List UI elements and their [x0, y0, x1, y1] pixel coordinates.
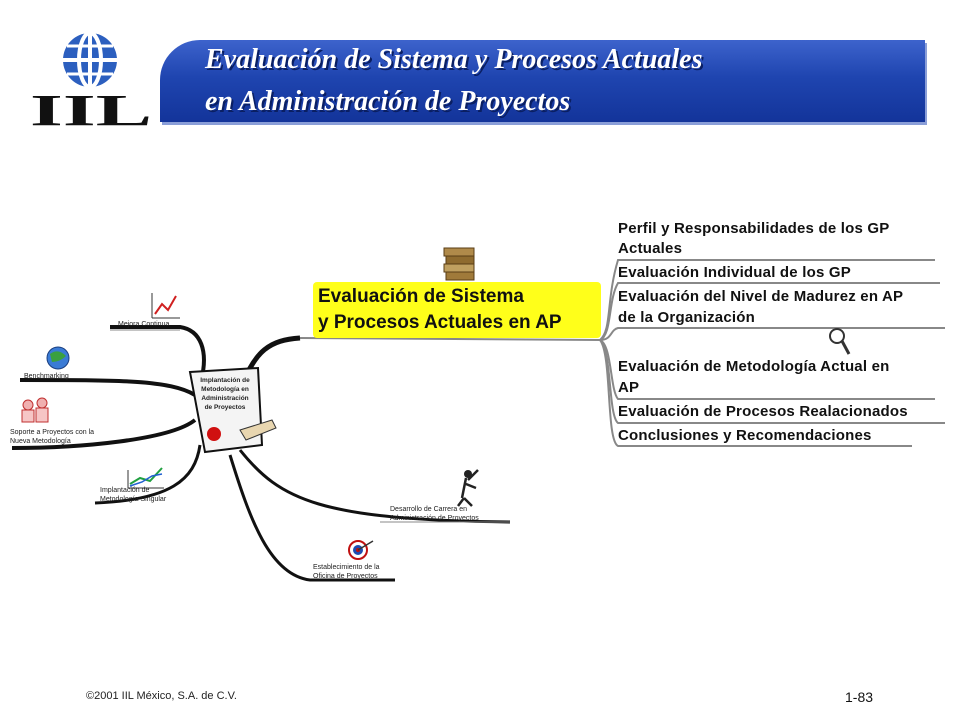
svg-text:IIL: IIL	[30, 86, 152, 128]
benchmarking-globe-icon	[46, 346, 70, 370]
page-title-line-1: Evaluación de Sistema y Procesos Actuale…	[205, 44, 703, 75]
branch-metodologia-line-2: AP	[618, 379, 640, 396]
central-topic-box	[313, 282, 601, 338]
seal-icon	[207, 427, 221, 441]
label-soporte-1: Soporte a Proyectos con la	[10, 429, 95, 436]
branch-perfil-line-2: Actuales	[618, 240, 683, 257]
climbing-figure-icon	[457, 469, 479, 507]
branch-madurez-line-2: de la Organización	[618, 309, 755, 326]
label-implantacion-2: Metodología Singular	[100, 496, 167, 503]
central-topic-line-1: Evaluación de Sistema	[318, 286, 524, 307]
page-title-line-2: en Administración de Proyectos	[205, 86, 571, 117]
label-desarrollo-2: Administración de Proyectos	[390, 515, 479, 522]
footer-copyright: ©2001 IIL México, S.A. de C.V.	[86, 690, 237, 702]
center-node-card	[188, 366, 277, 454]
label-establecimiento-2: Oficina de Proyectos	[313, 573, 378, 580]
label-mejora: Mejora Continua	[118, 321, 170, 328]
central-topic-line-2: y Procesos Actuales en AP	[318, 312, 562, 333]
magnifier-icon	[829, 328, 851, 355]
people-icon	[21, 397, 49, 423]
books-icon	[443, 247, 475, 281]
iil-logo: IIL	[30, 31, 152, 128]
target-icon	[348, 540, 374, 560]
title-banner	[160, 40, 925, 122]
branch-conclusiones: Conclusiones y Recomendaciones	[618, 427, 872, 444]
center-node-line-1: Implantación de	[200, 377, 250, 384]
globe-icon	[63, 31, 117, 89]
growth-chart-icon	[151, 293, 180, 319]
branch-madurez-line-1: Evaluación del Nivel de Madurez en AP	[618, 288, 904, 305]
center-node-line-3: Administración	[201, 395, 249, 402]
center-node-line-4: de Proyectos	[204, 404, 246, 411]
pen-hand-icon	[239, 419, 277, 441]
label-establecimiento-1: Establecimiento de la	[313, 564, 380, 571]
branch-metodologia-line-1: Evaluación de Metodología Actual en	[618, 358, 890, 375]
branch-evaluacion-individual: Evaluación Individual de los GP	[618, 264, 851, 281]
label-desarrollo-1: Desarrollo de Carrera en	[390, 506, 468, 513]
line-chart-icon	[127, 467, 164, 489]
page-number: 1-83	[845, 689, 874, 705]
center-node-line-2: Metodología en	[201, 386, 249, 393]
label-soporte-2: Nueva Metodología	[10, 438, 71, 445]
branch-perfil-line-1: Perfil y Responsabilidades de los GP	[618, 220, 890, 237]
label-benchmarking: Benchmarking	[24, 373, 69, 380]
label-implantacion-1: Implantación de	[100, 487, 150, 494]
branch-procesos: Evaluación de Procesos Realacionados	[618, 403, 908, 420]
